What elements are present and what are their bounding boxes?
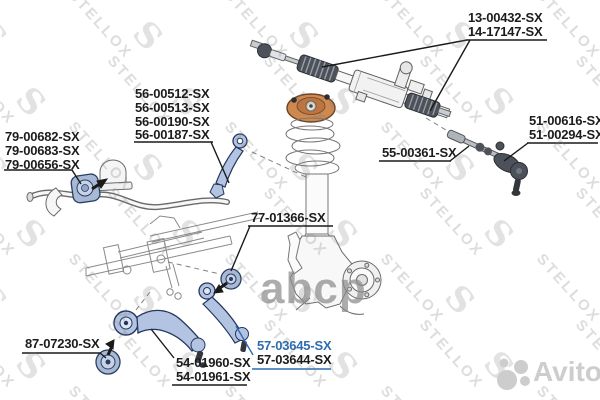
part-number: 54-01960-SX [176,355,251,370]
part-number: 56-00190-SX [135,113,210,129]
part-number: 56-00187-SX [135,127,210,143]
part-number: 79-00656-SX [5,156,80,172]
inner-tie-rod [446,129,499,158]
part-number: 77-01366-SX [251,210,326,225]
part-number: 56-00512-SX [135,86,210,101]
outer-tie-rod-end [493,141,528,196]
stabilizer-bar [26,159,230,217]
part-number: 79-00683-SX [5,142,80,158]
part-label-inner-tie-rod: 55-00361-SX [382,145,457,160]
part-number: 54-01961-SX [176,368,251,384]
part-number: 55-00361-SX [382,145,457,160]
avito-logo-icon [497,358,530,390]
part-number: 56-00513-SX [135,99,210,115]
part-number: 51-00616-SX [529,113,600,128]
label-leader-blue [235,325,331,370]
part-number: 51-00294-SX [529,126,600,142]
part-number: 79-00682-SX [5,129,80,144]
steering-rack-assembly [249,39,452,119]
part-number: 14-17147-SX [468,23,543,39]
part-number: 57-03644-SX [257,351,332,367]
subframe [85,211,261,300]
part-number: 13-00432-SX [468,10,543,25]
direction-arrows [91,178,228,356]
avito-watermark: Avito [492,352,600,400]
stabilizer-link [209,133,248,199]
part-number: 57-03645-SX [257,338,332,353]
part-label-rear-arm-bushing: 77-01366-SX [251,210,326,225]
dashed-reference-lines [135,117,447,311]
avito-text: Avito [533,356,600,387]
part-label-front-arm-bushing: 87-07230-SX [25,336,100,351]
front-arm-bushing [95,349,121,375]
abcp-watermark: abcp [260,264,367,313]
steering-knuckle-hub [287,231,382,315]
strut-top-mount [286,93,336,123]
label-leader-lines [4,39,598,386]
front-control-arm [113,309,207,368]
part-number: 87-07230-SX [25,336,100,351]
